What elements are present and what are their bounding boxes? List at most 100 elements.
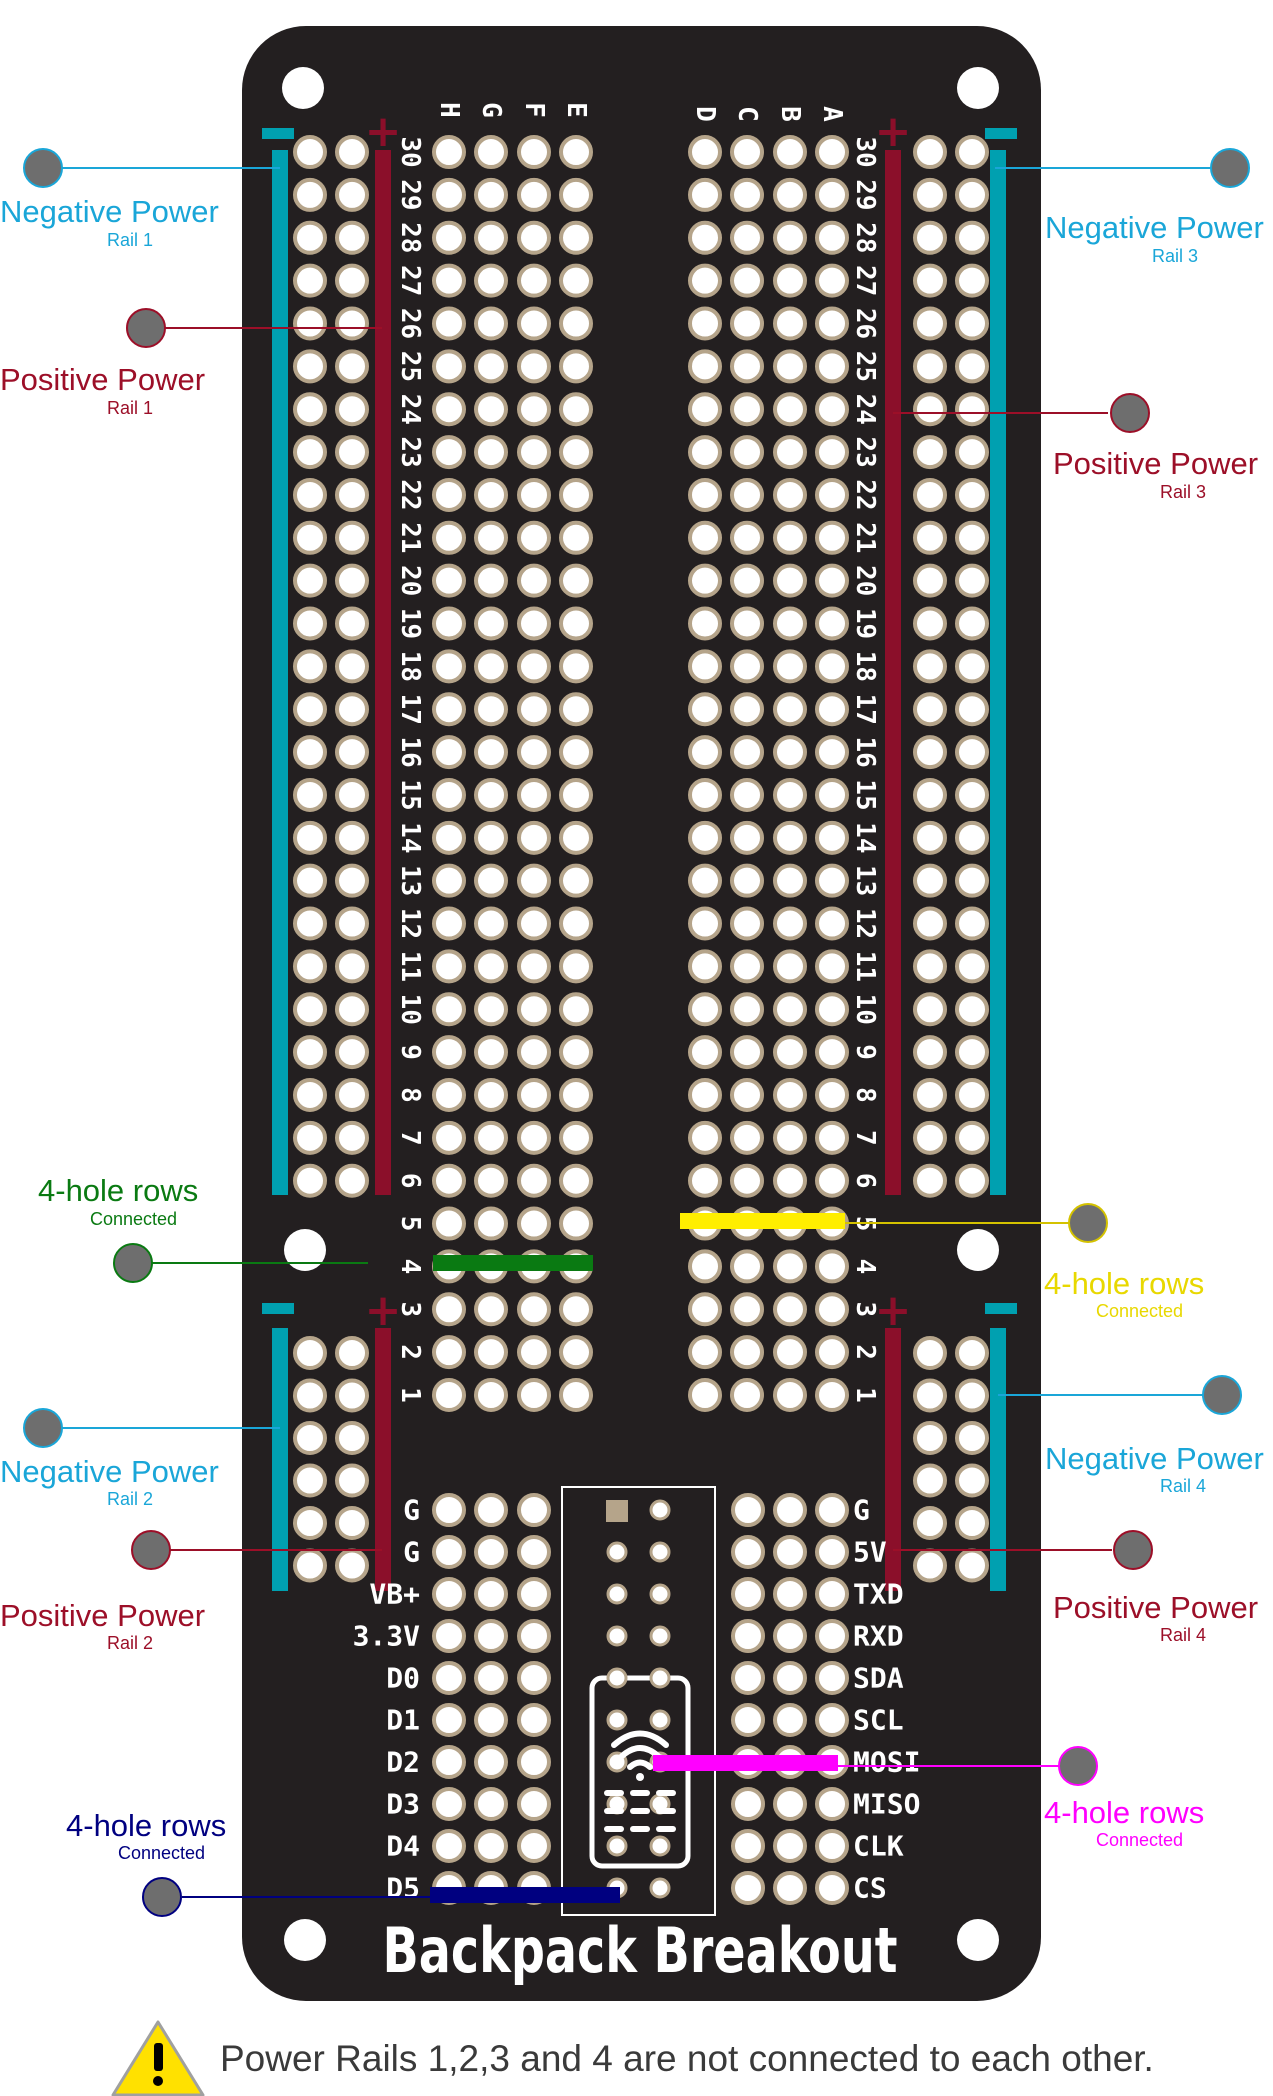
pin-label-right: CLK xyxy=(853,1830,904,1863)
breadboard-hole xyxy=(815,306,849,341)
breadboard-hole xyxy=(773,263,807,298)
row-number: 11 xyxy=(850,951,880,982)
header-hole xyxy=(517,1577,551,1611)
rail-hole xyxy=(955,435,989,470)
rail-hole xyxy=(293,263,327,298)
breadboard-hole xyxy=(815,220,849,255)
module-hole xyxy=(649,1625,671,1647)
pin-label-left: D0 xyxy=(386,1662,420,1695)
rail-hole xyxy=(335,820,369,855)
row-number: 5 xyxy=(395,1216,425,1232)
pin-labels: GGVB+3.3VD0D1D2D3D4D5G5VTXDRXDSDASCLMOSI… xyxy=(353,1494,921,1905)
breadboard-hole xyxy=(474,1120,508,1155)
pin-label-left: G xyxy=(403,1494,420,1527)
rail-hole xyxy=(293,1035,327,1070)
callout-magenta-sub: Connected xyxy=(1096,1830,1184,1850)
column-letter: C xyxy=(732,106,762,122)
breadboard-hole xyxy=(474,306,508,341)
mounting-hole xyxy=(282,67,324,109)
rail-hole xyxy=(335,863,369,898)
row-number: 2 xyxy=(850,1344,880,1360)
breadboard-hole xyxy=(432,692,466,727)
marker-neg4 xyxy=(1202,1375,1242,1415)
breadboard-hole xyxy=(559,949,593,984)
rail-hole xyxy=(955,992,989,1027)
breadboard-hole xyxy=(773,863,807,898)
positive-rail-3 xyxy=(885,150,901,1195)
rail-hole xyxy=(293,477,327,512)
breadboard-hole xyxy=(773,649,807,684)
rail-hole xyxy=(955,906,989,941)
breadboard-hole xyxy=(432,520,466,555)
rail-hole xyxy=(293,1336,327,1370)
breadboard-hole xyxy=(688,992,722,1027)
breadboard-hole xyxy=(815,906,849,941)
row-number: 14 xyxy=(395,822,425,853)
board-title: Backpack Breakout xyxy=(383,1914,898,1987)
mounting-hole xyxy=(284,1229,326,1271)
header-hole xyxy=(517,1535,551,1569)
rail-hole xyxy=(913,863,947,898)
breadboard-hole xyxy=(730,1077,764,1112)
breadboard-hole xyxy=(688,1163,722,1198)
rail-hole xyxy=(293,777,327,812)
rail-hole xyxy=(293,1506,327,1540)
rail-hole xyxy=(955,1506,989,1540)
module-hole xyxy=(606,1835,628,1857)
breadboard-hole xyxy=(432,949,466,984)
breadboard-hole xyxy=(517,520,551,555)
marker-navy xyxy=(142,1877,182,1917)
row-number: 8 xyxy=(395,1087,425,1103)
rail-hole xyxy=(913,349,947,384)
breadboard-hole xyxy=(773,906,807,941)
rail-hole xyxy=(335,735,369,770)
rail-hole xyxy=(913,135,947,170)
rail-hole xyxy=(955,735,989,770)
header-hole xyxy=(731,1493,765,1527)
breadboard-hole xyxy=(815,863,849,898)
negative-rail-1-mark xyxy=(262,128,294,139)
breadboard-hole xyxy=(815,563,849,598)
pin-label-right: MISO xyxy=(853,1788,920,1821)
row-number: 10 xyxy=(850,994,880,1025)
rail-hole xyxy=(913,477,947,512)
breadboard-hole xyxy=(474,563,508,598)
row-number: 12 xyxy=(395,908,425,939)
breadboard-hole xyxy=(474,606,508,641)
mounting-hole xyxy=(957,1919,999,1961)
breadboard-hole xyxy=(432,1335,466,1370)
row-numbers-left: 3029282726252423222120191817161514131211… xyxy=(395,136,425,1402)
header-hole xyxy=(474,1745,508,1779)
row-number: 10 xyxy=(395,994,425,1025)
rail-hole xyxy=(293,392,327,427)
rail-hole xyxy=(913,1463,947,1498)
rail-hole xyxy=(335,1421,369,1455)
breadboard-hole xyxy=(688,906,722,941)
header-hole xyxy=(517,1787,551,1821)
breadboard-hole xyxy=(517,777,551,812)
pin-label-left: VB+ xyxy=(369,1578,420,1611)
breadboard-hole xyxy=(432,606,466,641)
rail-hole xyxy=(293,349,327,384)
breadboard-hole xyxy=(517,1335,551,1370)
row-number: 2 xyxy=(395,1344,425,1360)
header-hole xyxy=(474,1661,508,1695)
breadboard-hole xyxy=(517,392,551,427)
breadboard-hole xyxy=(432,906,466,941)
breadboard-hole xyxy=(559,520,593,555)
breadboard-hole xyxy=(815,349,849,384)
breadboard-hole xyxy=(730,820,764,855)
breadboard-hole xyxy=(474,992,508,1027)
rail-hole xyxy=(335,306,369,341)
rail-hole xyxy=(913,1120,947,1155)
breadboard-hole xyxy=(517,306,551,341)
power-rails xyxy=(262,128,1017,1591)
breadboard-hole xyxy=(773,1249,807,1284)
row-number: 29 xyxy=(395,179,425,210)
breadboard-hole xyxy=(688,392,722,427)
pin-label-left: D1 xyxy=(386,1704,420,1737)
breadboard-hole xyxy=(559,1378,593,1412)
breadboard-hole xyxy=(559,777,593,812)
